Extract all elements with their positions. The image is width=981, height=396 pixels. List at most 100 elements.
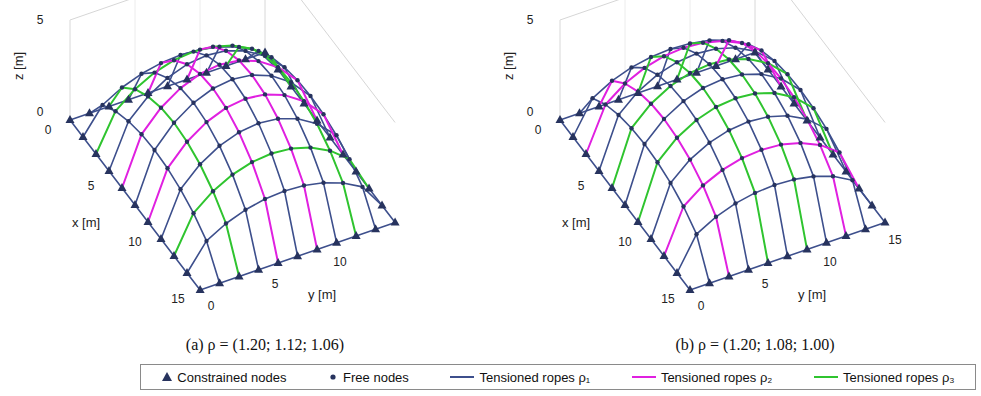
free-node	[198, 72, 202, 76]
tick-label: 5	[578, 180, 585, 192]
free-node	[688, 157, 692, 161]
free-node	[811, 174, 815, 178]
tick-label: 0	[208, 300, 215, 312]
legend-sample	[631, 371, 657, 383]
free-node	[152, 148, 156, 152]
axis-label: x [m]	[562, 216, 590, 229]
free-node	[772, 91, 776, 95]
constrained-node	[163, 81, 172, 89]
axis-label: y [m]	[798, 288, 826, 301]
constrained-node	[391, 217, 400, 225]
free-node	[224, 49, 228, 53]
free-node	[360, 185, 364, 189]
constrained-node	[118, 183, 127, 191]
grid-line	[560, 20, 561, 120]
free-node	[211, 45, 215, 49]
constrained-node	[183, 75, 192, 83]
tensioned-rope	[200, 222, 395, 290]
tensioned-rope	[187, 183, 382, 273]
axis-label: y [m]	[308, 288, 336, 301]
free-node	[198, 47, 202, 51]
constrained-node	[170, 251, 179, 259]
free-node	[185, 140, 189, 144]
tensioned-rope	[83, 47, 278, 137]
free-node	[714, 47, 718, 51]
free-node	[785, 114, 789, 118]
tensioned-rope	[207, 46, 337, 243]
constrained-node	[378, 201, 387, 209]
free-node	[727, 38, 731, 42]
tick-label: 15	[171, 293, 184, 305]
constrained-node	[254, 265, 263, 273]
free-node	[792, 177, 796, 181]
free-node	[733, 46, 737, 50]
free-node	[217, 45, 221, 49]
tensioned-rope	[664, 143, 859, 256]
free-node	[217, 62, 221, 66]
constrained-node	[241, 54, 250, 62]
constrained-node	[686, 285, 695, 293]
subfigure-caption: (b) ρ = (1.20; 1.08; 1.00)	[675, 337, 834, 353]
constrained-node	[868, 201, 877, 209]
free-node	[263, 92, 267, 96]
free-node	[720, 77, 724, 81]
free-node	[668, 84, 672, 88]
free-node	[269, 74, 273, 78]
free-node	[250, 160, 254, 164]
constrained-node	[66, 115, 75, 123]
tensioned-rope	[586, 41, 781, 154]
tick-label: 10	[823, 256, 836, 268]
free-node	[688, 71, 692, 75]
free-node	[321, 112, 325, 116]
free-node	[753, 49, 757, 53]
net-panel	[66, 0, 400, 293]
free-node	[256, 121, 260, 125]
legend-item: Free nodes	[327, 370, 409, 385]
constrained-node	[326, 133, 335, 141]
tick-label: 10	[333, 256, 346, 268]
free-node	[798, 88, 802, 92]
free-node	[649, 102, 653, 106]
free-node	[243, 49, 247, 53]
constrained-node	[339, 150, 348, 158]
line-marker	[632, 376, 656, 378]
constrained-node	[855, 184, 864, 192]
free-node	[269, 55, 273, 59]
constrained-node	[79, 132, 88, 140]
constrained-node	[293, 251, 302, 259]
free-node	[152, 70, 156, 74]
free-node	[159, 61, 163, 65]
free-node	[204, 239, 208, 243]
line-marker	[814, 376, 838, 378]
free-node	[178, 187, 182, 191]
constrained-node	[235, 271, 244, 279]
tensioned-rope	[677, 43, 807, 250]
free-node	[831, 174, 835, 178]
constrained-node	[352, 231, 361, 239]
free-node	[191, 211, 195, 215]
free-node	[334, 133, 338, 137]
free-node	[759, 72, 763, 76]
free-node	[675, 136, 679, 140]
free-node	[230, 172, 234, 176]
legend-text: Tensioned ropes ρ₁	[479, 370, 590, 385]
constrained-node	[764, 65, 773, 73]
free-node	[243, 208, 247, 212]
free-node	[204, 53, 208, 57]
free-node	[224, 221, 228, 225]
free-node	[779, 76, 783, 80]
tensioned-rope	[599, 81, 729, 277]
free-node	[766, 61, 770, 65]
free-node	[250, 73, 254, 77]
grid-line	[135, 0, 136, 98]
free-node	[681, 46, 685, 50]
legend-sample	[813, 371, 839, 383]
tick-label: 5	[88, 180, 95, 192]
constrained-node	[634, 217, 643, 225]
constrained-node	[124, 95, 133, 103]
free-node	[204, 120, 208, 124]
constrained-node	[202, 68, 211, 76]
free-node	[642, 142, 646, 146]
constrained-node	[764, 258, 773, 266]
constrained-node	[196, 285, 205, 293]
